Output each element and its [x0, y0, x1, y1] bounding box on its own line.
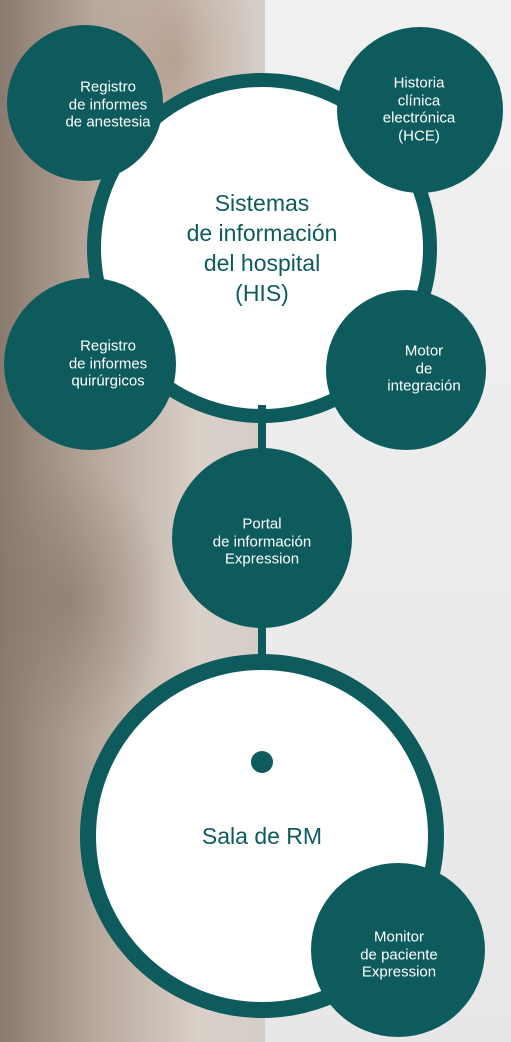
anesthesia-label: Registro de informes de anestesia: [65, 78, 151, 131]
portal-label: Portal de información Expression: [212, 515, 312, 568]
his-label: Sistemas de información del hospital (HI…: [186, 190, 338, 306]
monitor-circle: [311, 863, 485, 1037]
connector-dot: [251, 751, 273, 773]
monitor-label: Monitor de paciente Expression: [360, 928, 438, 981]
satellite-hce: [337, 27, 503, 193]
satellite-anesthesia: [7, 25, 163, 181]
surgical-label: Registro de informes quirúrgicos: [68, 337, 148, 390]
satellite-surgical: [4, 278, 176, 450]
hce-label: Historia clínica electrónica (HCE): [382, 74, 456, 145]
mr-room-label: Sala de RM: [201, 823, 323, 850]
integration-label: Motor de integración: [387, 342, 461, 395]
portal-circle: [172, 448, 352, 628]
satellite-integration: [326, 290, 486, 450]
